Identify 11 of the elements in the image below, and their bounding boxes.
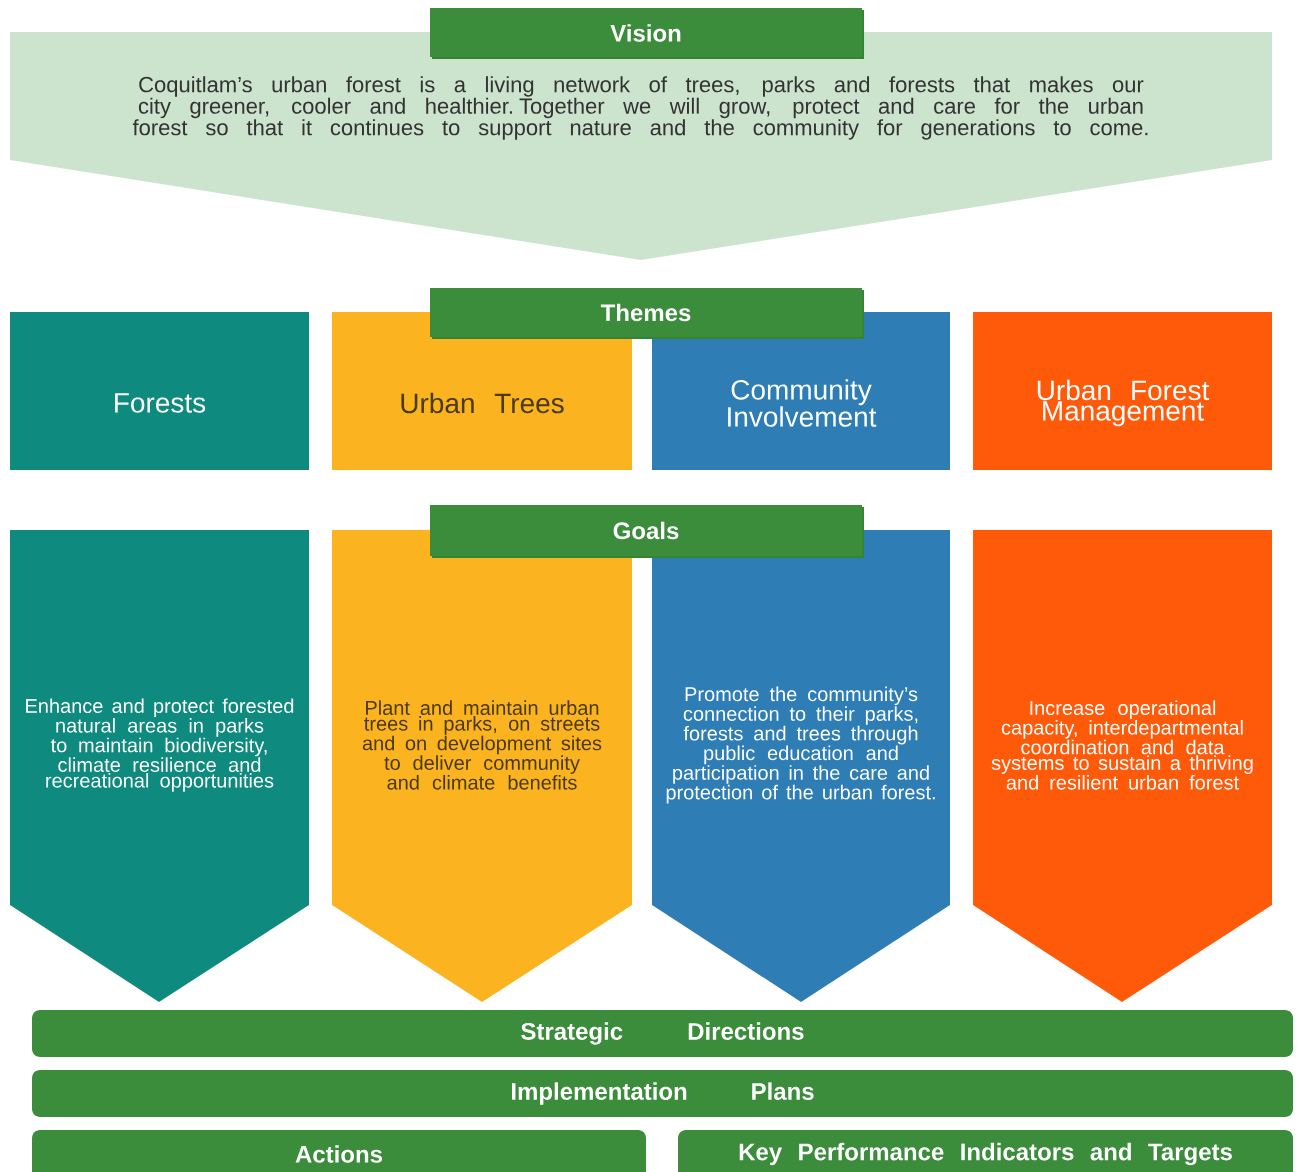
header-tab: Themes (430, 288, 864, 339)
vision-banner: Vision Coquitlam’s urban forest is a living network of trees, parks and forests that makes our city greener, cooler and healthier. Together we will grow, protect and care for the urban forest so that it continues to support nature and the community for generations to come. (10, 8, 1272, 260)
banner-bar: Key Performance Indicators and Targets (678, 1130, 1293, 1172)
goal-panel: Increase operational capacity, interdepartmental coordination and data systems to sustain a thriving and resilient urban forest (973, 530, 1272, 1002)
theme-box: Urban Forest Management (973, 312, 1272, 470)
banner-bar: Actions (32, 1130, 646, 1172)
goal-panel: Enhance and protect forested natural areas in parks to maintain biodiversity, climate resilience and recreational opportunities (10, 530, 309, 1002)
theme-box: Forests (10, 312, 309, 470)
banner-bar: Implementation Plans (32, 1070, 1293, 1117)
banner-bar: Strategic Directions (32, 1010, 1293, 1057)
header-tab: Goals (430, 505, 864, 558)
